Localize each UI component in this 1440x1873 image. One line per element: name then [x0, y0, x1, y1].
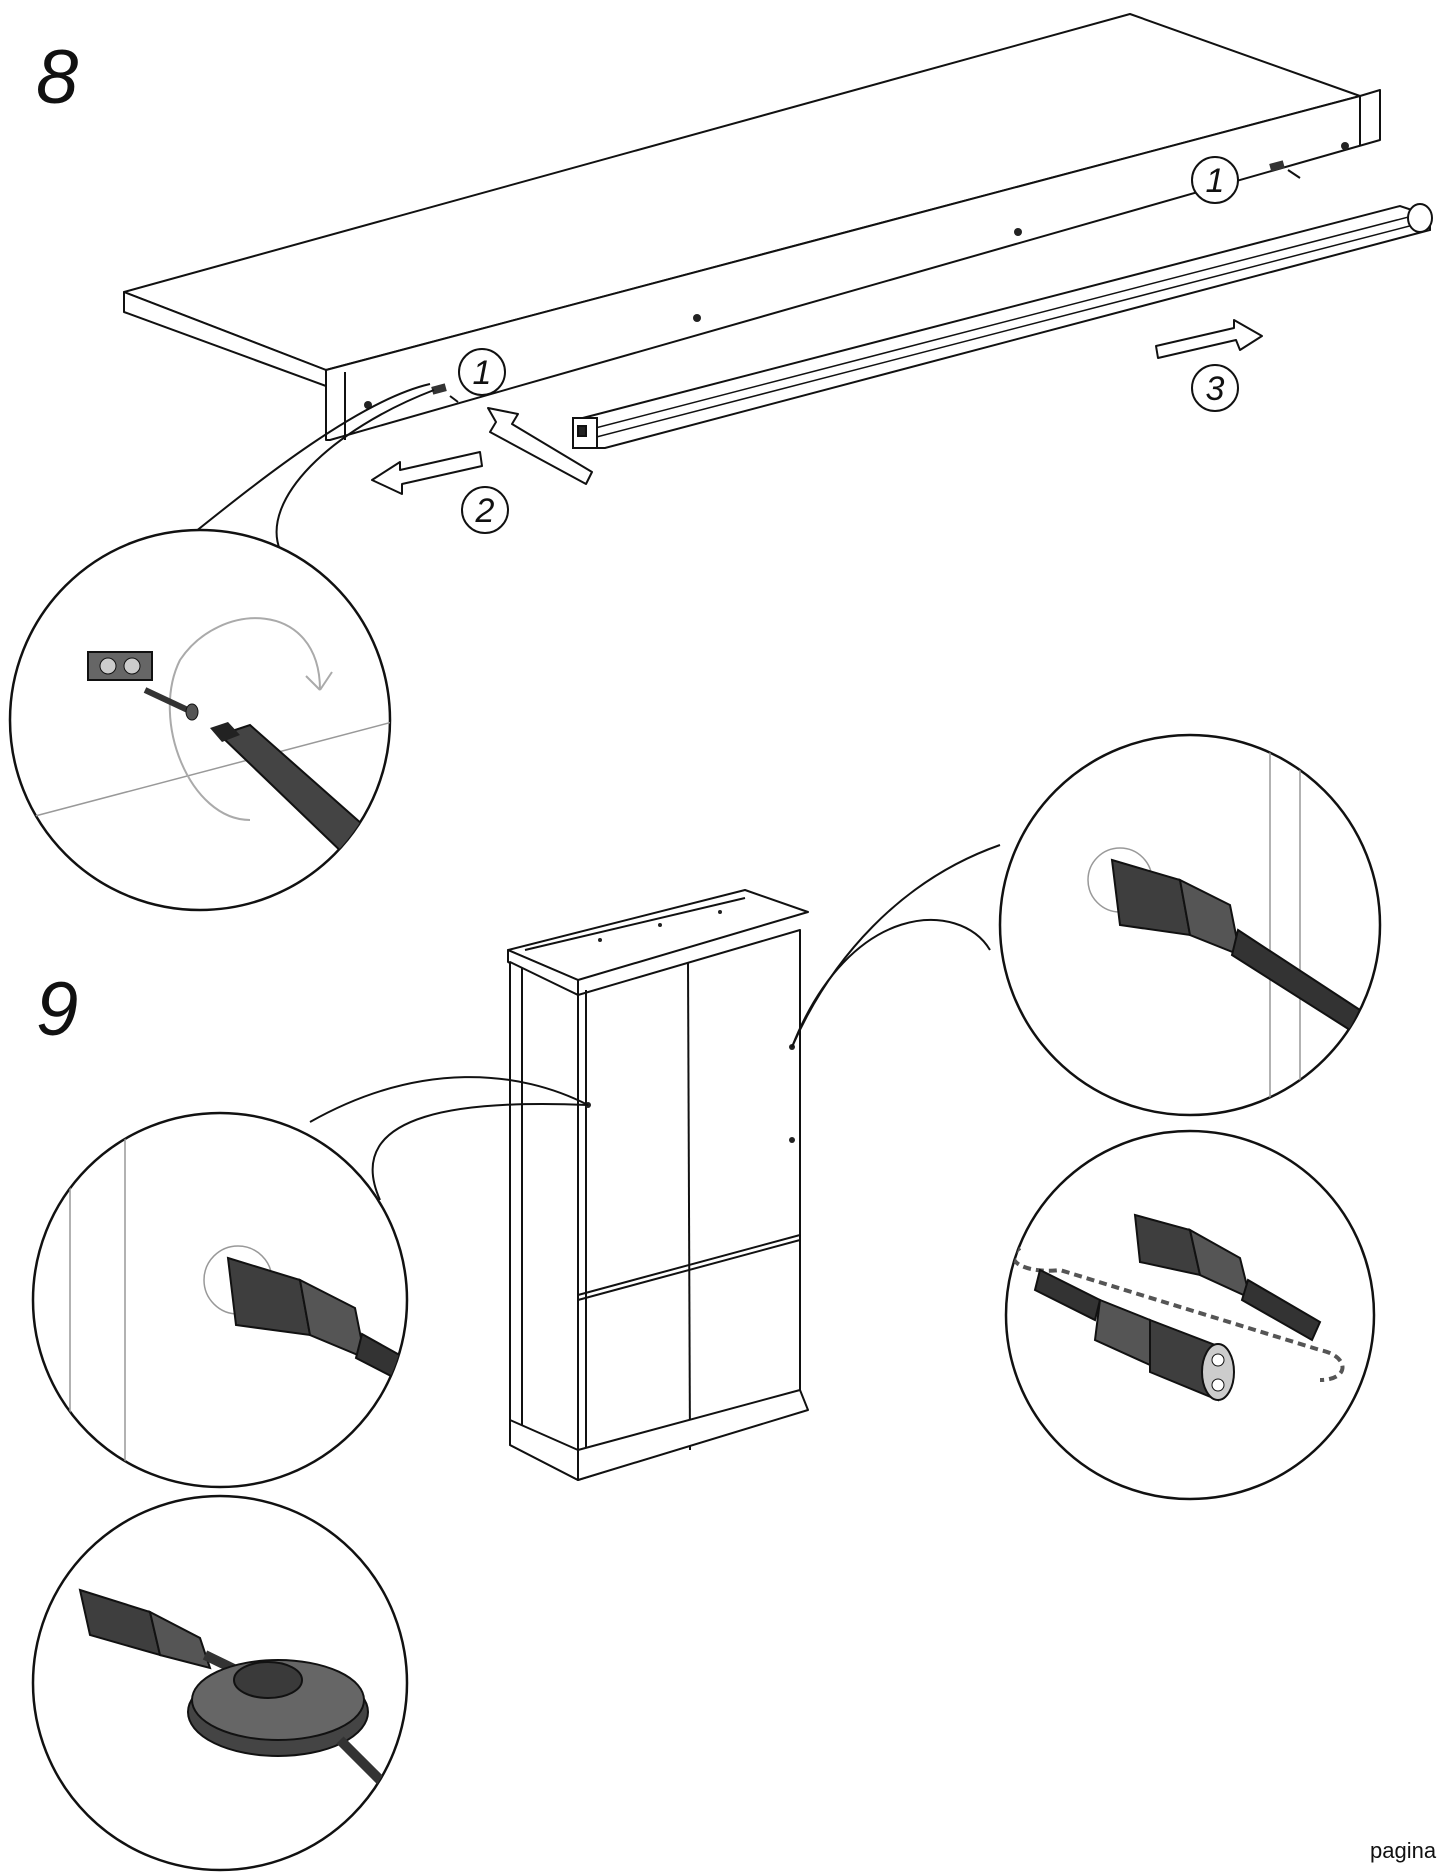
led-light-bar — [572, 203, 1433, 449]
leader-lines — [309, 844, 1001, 1201]
step-number-8: 8 — [36, 35, 79, 120]
detail-circle-foot-switch — [31, 1494, 409, 1872]
callout-label-3: 3 — [1206, 370, 1225, 408]
leader-lines — [194, 383, 435, 551]
wardrobe — [507, 889, 809, 1481]
callout-badge — [1191, 156, 1239, 204]
callout-label-2: 2 — [475, 492, 495, 530]
callout-badges — [458, 156, 1239, 534]
arrow-icon — [371, 319, 1263, 495]
callout-label-1: 1 — [473, 354, 492, 392]
callout-label-1: 1 — [1206, 162, 1225, 200]
detail-circle-plug-socket-left — [31, 1111, 409, 1489]
clip-icon — [431, 160, 1285, 395]
detail-circle-screwdriver — [8, 528, 392, 912]
detail-circle-connectors-join — [1004, 1129, 1376, 1501]
callout-badge — [458, 348, 506, 396]
detail-circle-plug-socket-right — [998, 733, 1382, 1117]
callout-badge — [461, 486, 509, 534]
step-number-9: 9 — [36, 967, 79, 1052]
shelf-panel — [123, 13, 1381, 441]
page-footer-label: pagina — [1370, 1838, 1437, 1863]
callout-badge — [1191, 364, 1239, 412]
